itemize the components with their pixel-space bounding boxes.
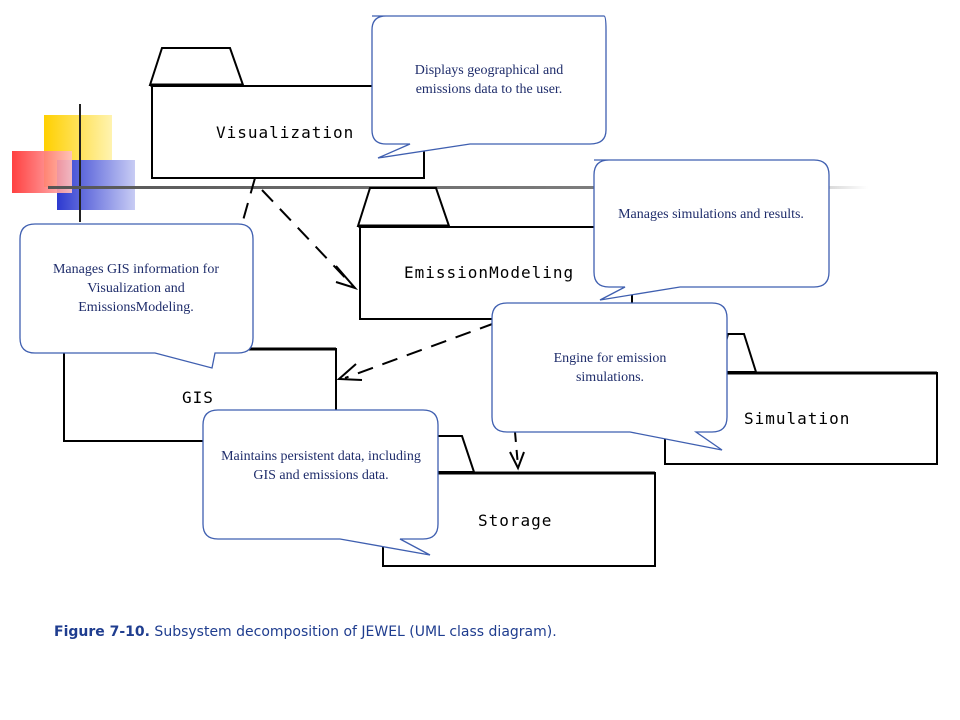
dep-visualization-to-gis: [241, 177, 256, 225]
header-rule: [48, 186, 868, 189]
package-label-visualization: Visualization: [216, 123, 355, 142]
dependency-arrows: [241, 177, 525, 471]
figure-caption-label: Figure 7-10.: [54, 624, 150, 640]
package-emission-modeling: [356, 187, 633, 320]
callout-bubble-storage: [202, 409, 439, 556]
callout-text-visualization: Displays geographical and emissions data…: [414, 63, 564, 97]
callout-bubble-simulation: [491, 302, 728, 451]
callout-text-storage: Maintains persistent data, including GIS…: [221, 449, 421, 483]
dep-visualization-to-emission-head: [335, 265, 359, 291]
callout-text-simulation: Engine for emission simulations.: [553, 351, 667, 385]
package-label-gis: GIS: [182, 388, 214, 407]
callout-bubble-gis: [19, 223, 254, 369]
dep-emission-to-storage: [514, 431, 519, 467]
dep-emission-to-gis: [344, 322, 496, 379]
callout-text-gis: Manages GIS information for Visualizatio…: [52, 262, 220, 315]
package-label-simulation: Simulation: [744, 409, 851, 428]
package-label-storage: Storage: [478, 511, 553, 530]
dep-visualization-to-emission: [261, 189, 353, 286]
callout-text-emission-modeling: Manages simulations and results.: [618, 207, 804, 222]
callout-bubble-visualization: [371, 15, 607, 159]
figure-caption: Figure 7-10. Subsystem decomposition of …: [54, 624, 557, 640]
callout-bubble-emission-modeling: [593, 159, 830, 301]
dep-emission-to-storage-head: [509, 451, 525, 471]
figure-caption-text: Subsystem decomposition of JEWEL (UML cl…: [149, 624, 557, 640]
dep-emission-to-gis-head: [336, 363, 363, 381]
decorative-squares: [12, 104, 135, 222]
package-label-emission-modeling: EmissionModeling: [404, 263, 575, 282]
